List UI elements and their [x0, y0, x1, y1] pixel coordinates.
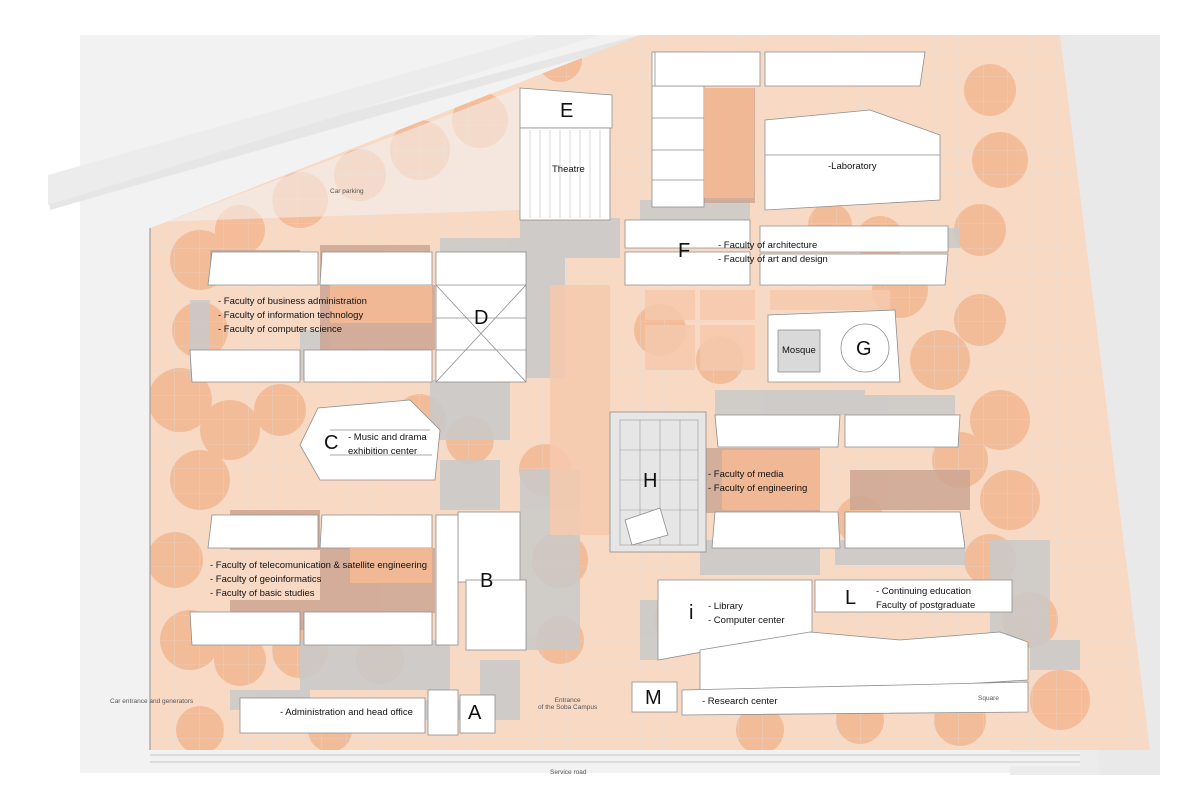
desc-line: - Computer center — [708, 615, 785, 626]
desc-line: - Faculty of geoinformatics — [210, 574, 322, 585]
building-C — [299, 399, 441, 481]
highlight-roofs — [330, 88, 820, 583]
building-telecom — [189, 511, 527, 651]
desc-line: - Music and drama — [348, 432, 427, 443]
building-letter-H: H — [643, 470, 658, 492]
building-E — [519, 87, 613, 221]
building-letter-G: G — [856, 338, 872, 360]
mosque-label: Mosque — [782, 345, 816, 356]
desc-line: - Faculty of telecomunication & satellit… — [210, 560, 428, 571]
theatre-label: Theatre — [552, 164, 585, 175]
desc-line: Faculty of postgraduate — [876, 600, 976, 611]
building-A-desc: - Administration and head office — [280, 707, 413, 718]
service-road-label: Service road — [550, 769, 587, 776]
desc-line: - Library — [708, 601, 743, 612]
building-H — [609, 411, 707, 553]
building-M-desc: - Research center — [702, 696, 778, 707]
service-road — [150, 752, 1080, 766]
building-F-desc: - Faculty of architecture - Faculty of a… — [718, 239, 828, 267]
building-letter-I: i — [689, 602, 694, 624]
building-letter-B: B — [480, 570, 494, 592]
building-I-desc: - Library - Computer center — [708, 600, 785, 628]
car-parking-label: Car parking — [330, 188, 364, 195]
building-letter-L: L — [845, 587, 857, 609]
building-letter-A: A — [468, 702, 482, 724]
buildings — [189, 51, 1029, 736]
building-letter-F: F — [678, 240, 691, 262]
building-G — [767, 309, 901, 383]
building-C-desc: - Music and drama exhibition center — [348, 431, 427, 459]
entrance-line: of the Soba Campus — [538, 704, 598, 711]
entrance-line: Entrance — [554, 697, 581, 704]
desc-line: - Faculty of basic studies — [210, 588, 315, 599]
desc-line: - Faculty of engineering — [708, 483, 808, 494]
building-D — [189, 251, 527, 383]
building-media — [711, 414, 966, 549]
building-D-desc: - Faculty of business administration - F… — [218, 295, 367, 337]
building-M — [631, 681, 1029, 716]
building-I-L — [657, 579, 1029, 701]
campus-entrance-label: Entrance of the Soba Campus — [538, 697, 597, 711]
desc-line: - Faculty of art and design — [718, 254, 828, 265]
car-entrance-label: Car entrance and generators — [110, 698, 194, 705]
laboratory-label: -Laboratory — [828, 161, 877, 172]
building-H-desc: - Faculty of media - Faculty of engineer… — [708, 468, 807, 496]
building-letter-C: C — [324, 432, 339, 454]
desc-line: - Faculty of computer science — [218, 324, 343, 335]
building-letter-E: E — [560, 100, 574, 122]
building-letter-M: M — [645, 687, 662, 709]
desc-line: - Faculty of business administration — [218, 296, 367, 307]
building-A — [239, 689, 496, 736]
desc-line: - Continuing education — [876, 586, 972, 597]
desc-line: - Faculty of architecture — [718, 240, 818, 251]
car-parking-area — [150, 88, 520, 228]
desc-line: - Faculty of media — [708, 469, 784, 480]
desc-line: exhibition center — [348, 446, 418, 457]
square-label: Square — [978, 695, 999, 702]
desc-line: - Faculty of information technology — [218, 310, 364, 321]
building-telecom-desc: - Faculty of telecomunication & satellit… — [210, 559, 427, 601]
building-L-desc: - Continuing education Faculty of postgr… — [876, 585, 975, 613]
building-F — [624, 51, 949, 286]
building-letter-D: D — [474, 307, 489, 329]
central-plaza — [550, 285, 890, 535]
